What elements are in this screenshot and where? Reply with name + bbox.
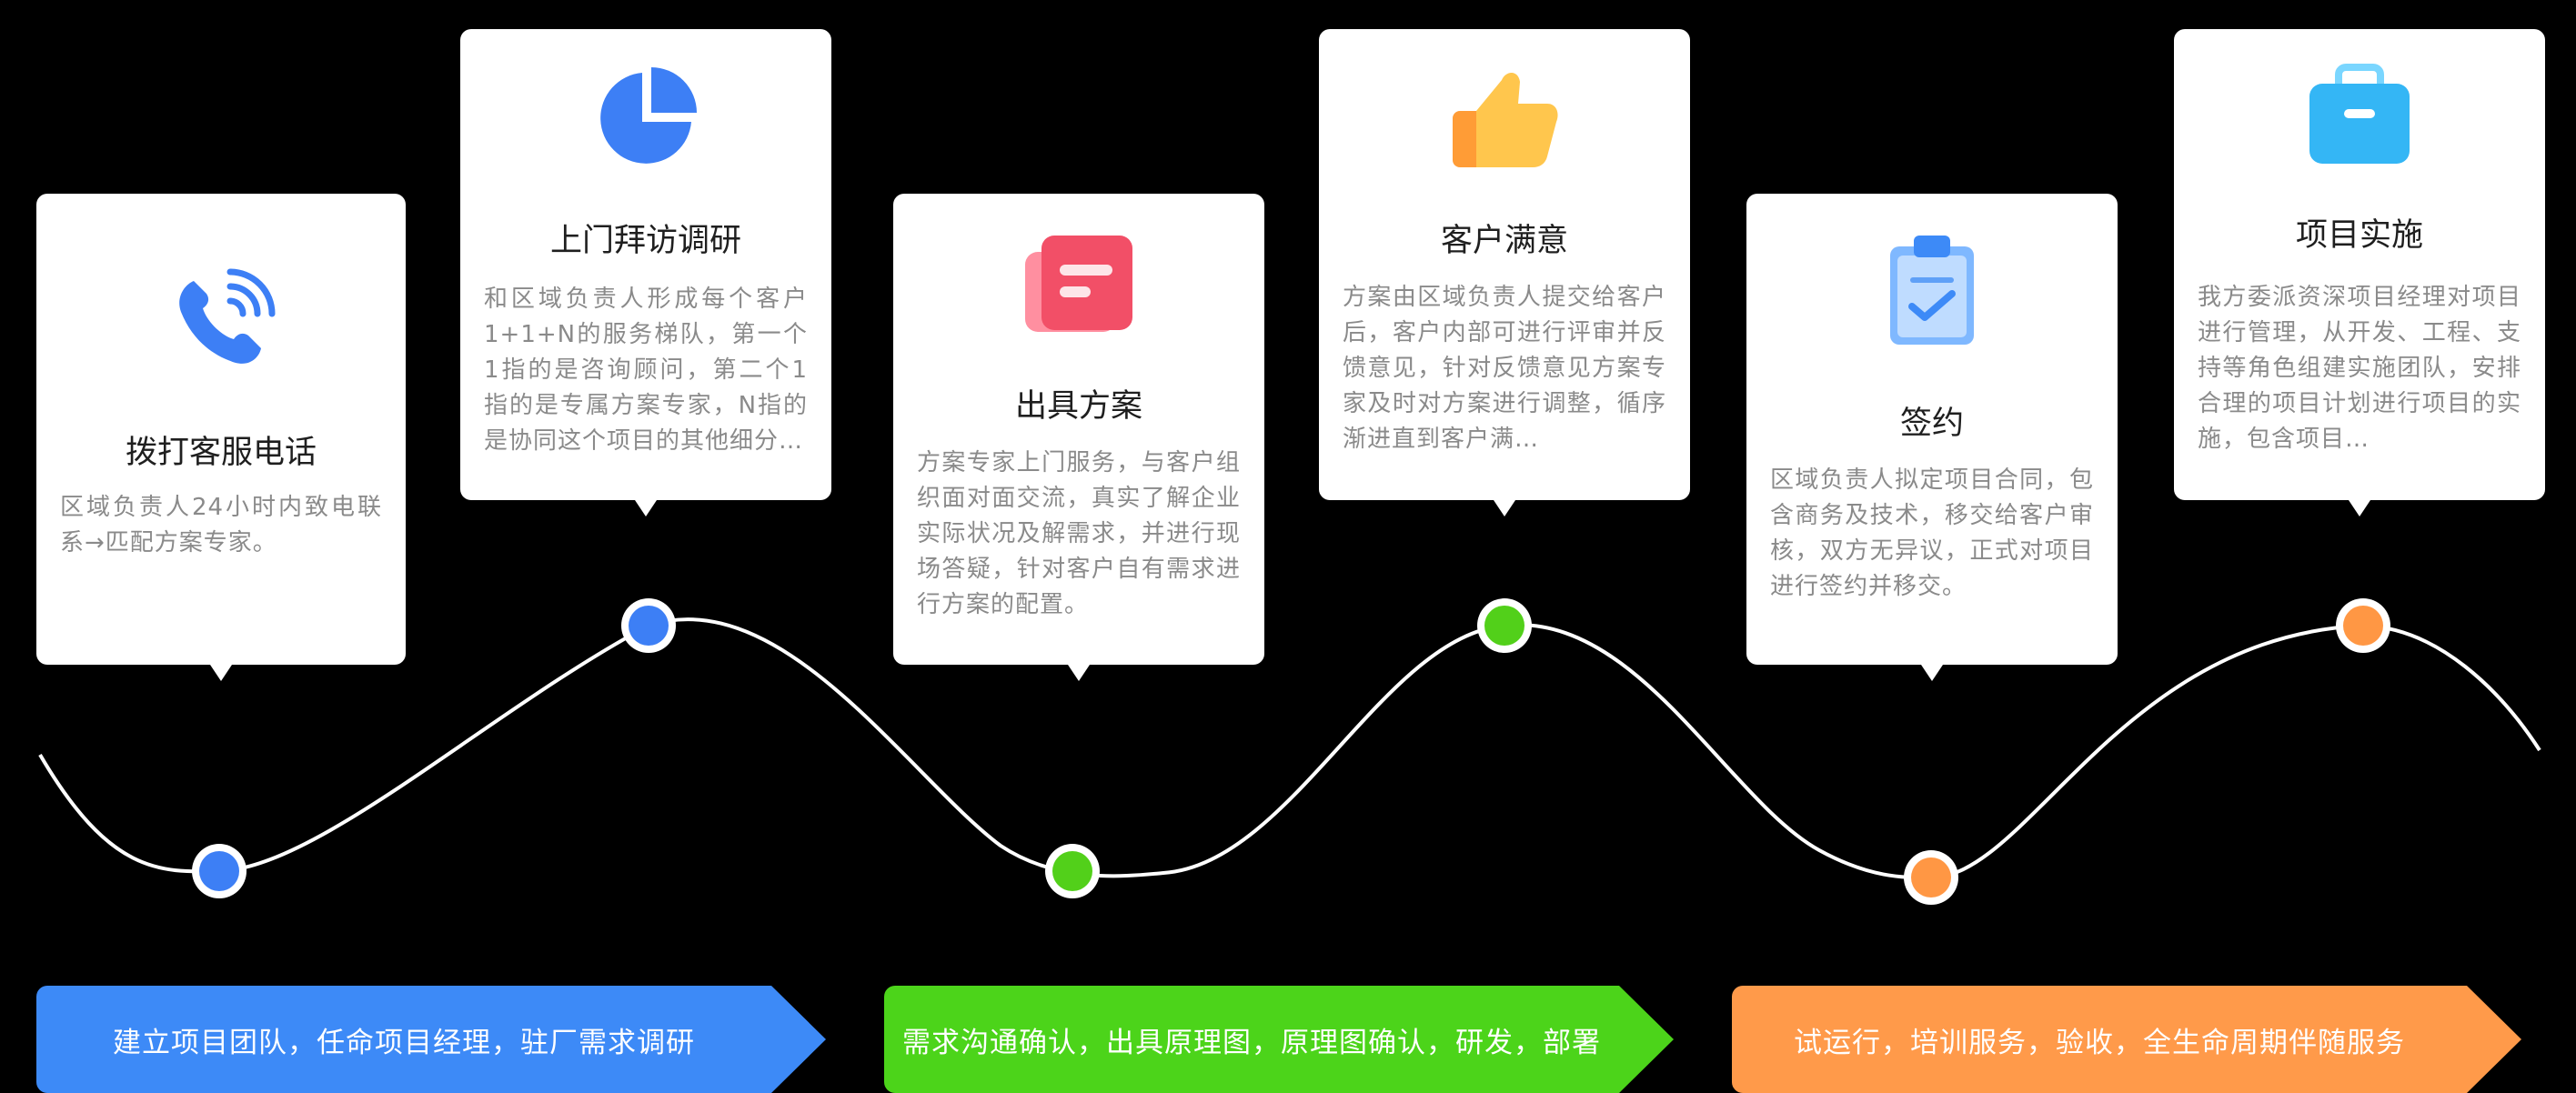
timeline-dot <box>629 606 669 646</box>
phase-label: 试运行，培训服务，验收，全生命周期伴随服务 <box>1794 1026 2405 1059</box>
step-title: 拨打客服电话 <box>125 435 317 471</box>
phase-banner-service: 试运行，培训服务，验收，全生命周期伴随服务 <box>1732 986 2521 1093</box>
timeline-dot <box>1052 851 1092 891</box>
timeline-dot <box>1911 857 1951 897</box>
step-desc: 区域负责人24小时内致电联系→匹配方案专家。 <box>60 494 382 557</box>
pie-chart-icon <box>600 67 697 164</box>
phase-label: 建立项目团队，任命项目经理，驻厂需求调研 <box>113 1026 695 1059</box>
step-desc: 和区域负责人形成每个客户1+1+N的服务梯队，第一个1指的是咨询顾问，第二个1指… <box>484 286 808 455</box>
briefcase-icon <box>2309 64 2410 164</box>
step-desc: 方案由区域负责人提交给客户后，客户内部可进行评审并反馈意见，针对反馈意见方案专家… <box>1343 284 1666 453</box>
phase-banner-team: 建立项目团队，任命项目经理，驻厂需求调研 <box>36 986 826 1093</box>
step-title: 出具方案 <box>1014 388 1142 425</box>
phone-icon <box>179 268 276 364</box>
step-card-call: 拨打客服电话 区域负责人24小时内致电联系→匹配方案专家。 <box>36 194 406 681</box>
step-card-proposal: 出具方案 方案专家上门服务，与客户组织面对面交流，真实了解企业实际状况及解需求，… <box>893 194 1264 681</box>
thumbs-up-icon <box>1453 73 1558 167</box>
timeline-dot <box>1484 606 1524 646</box>
phase-banner-design: 需求沟通确认，出具原理图，原理图确认，研发，部署 <box>884 986 1674 1093</box>
timeline-wave <box>38 598 2541 905</box>
step-title: 项目实施 <box>2295 217 2423 254</box>
document-icon <box>1025 236 1132 332</box>
step-title: 签约 <box>1899 406 1964 442</box>
step-card-satisfied: 客户满意 方案由区域负责人提交给客户后，客户内部可进行评审并反馈意见，针对反馈意… <box>1319 29 1690 516</box>
step-desc: 区域负责人拟定项目合同，包含商务及技术，移交给客户审核，双方无异议，正式对项目进… <box>1770 466 2094 600</box>
step-desc: 方案专家上门服务，与客户组织面对面交流，真实了解企业实际状况及解需求，并进行现场… <box>917 449 1241 618</box>
wave-path <box>38 617 2541 880</box>
timeline-dot <box>2343 606 2383 646</box>
timeline-dot <box>199 851 239 891</box>
step-title: 上门拜访调研 <box>549 223 741 259</box>
step-desc: 我方委派资深项目经理对项目进行管理，从开发、工程、支持等角色组建实施团队，安排合… <box>2198 284 2521 453</box>
step-card-contract: 签约 区域负责人拟定项目合同，包含商务及技术，移交给客户审核，双方无异议，正式对… <box>1746 194 2118 681</box>
step-card-visit: 上门拜访调研 和区域负责人形成每个客户1+1+N的服务梯队，第一个1指的是咨询顾… <box>460 29 831 516</box>
step-card-implementation: 项目实施 我方委派资深项目经理对项目进行管理，从开发、工程、支持等角色组建实施团… <box>2174 29 2545 516</box>
phase-label: 需求沟通确认，出具原理图，原理图确认，研发，部署 <box>902 1026 1601 1059</box>
step-title: 客户满意 <box>1440 223 1568 259</box>
clipboard-check-icon <box>1890 236 1974 345</box>
